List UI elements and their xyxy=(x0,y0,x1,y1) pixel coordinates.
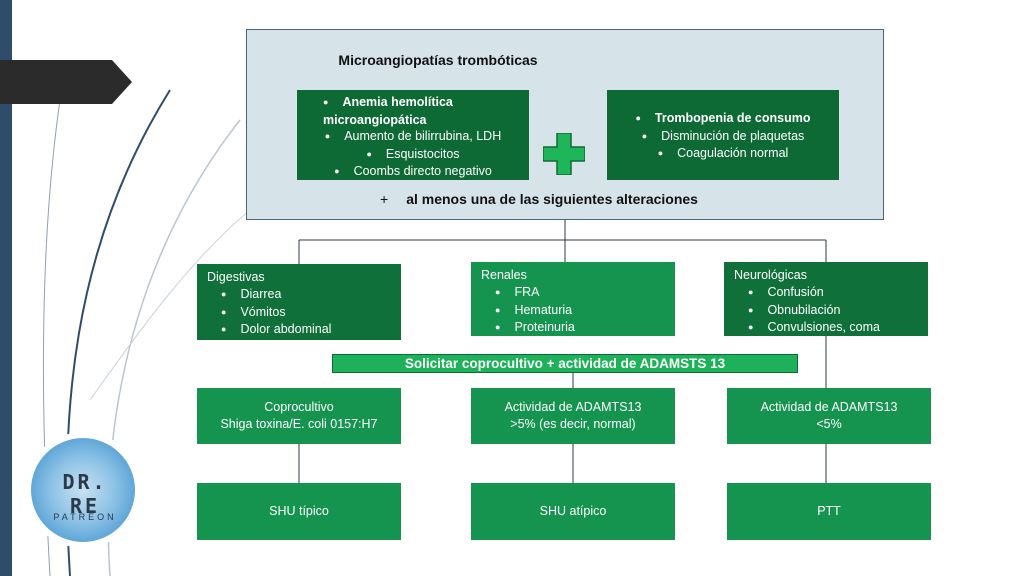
test-line: Shiga toxina/E. coli 0157:H7 xyxy=(220,417,378,431)
hemolytic-anemia-box: Anemia hemolítica microangiopática Aumen… xyxy=(297,90,529,180)
list-item: Dolor abdominal xyxy=(207,321,391,339)
box-title: Digestivas xyxy=(207,270,265,284)
test-box-adamts13-normal: Actividad de ADAMTS13 >5% (es decir, norm… xyxy=(471,388,675,444)
digestivas-box: Digestivas Diarrea Vómitos Dolor abdomin… xyxy=(197,264,401,340)
criteria-item: Coombs directo negativo xyxy=(297,163,529,181)
diagram-title: Microangiopatías trombóticas xyxy=(338,52,538,68)
list-item: Hematuria xyxy=(481,302,665,320)
box-title: Renales xyxy=(481,268,527,282)
thrombopenia-box: Trombopenia de consumo Disminución de pl… xyxy=(607,90,839,180)
renales-box: Renales FRA Hematuria Proteinuria xyxy=(471,262,675,336)
list-item: Confusión xyxy=(734,284,918,302)
logo-name: DR. RE xyxy=(62,470,108,518)
criteria-item: Anemia hemolítica microangiopática xyxy=(323,94,503,128)
criteria-item: Disminución de plaquetas xyxy=(607,128,839,146)
result-shu-tipico: SHU típico xyxy=(197,483,401,540)
criteria-item: Trombopenia de consumo xyxy=(607,110,839,128)
dr-re-logo xyxy=(25,432,141,548)
list-item: FRA xyxy=(481,284,665,302)
plus-icon xyxy=(543,133,585,175)
alterations-label: al menos una de las siguientes alteracio… xyxy=(406,191,698,207)
test-line: Coprocultivo xyxy=(264,400,334,414)
neurologicas-box: Neurológicas Confusión Obnubilación Conv… xyxy=(724,262,928,336)
test-line: <5% xyxy=(816,417,842,431)
test-line: Actividad de ADAMTS13 xyxy=(760,400,898,414)
test-line: >5% (es decir, normal) xyxy=(510,417,636,431)
criteria-item: Aumento de bilirrubina, LDH xyxy=(297,128,529,146)
result-shu-atipico: SHU atípico xyxy=(471,483,675,540)
box-title: Neurológicas xyxy=(734,268,807,282)
list-item: Proteinuria xyxy=(481,319,665,337)
left-side-bar xyxy=(0,0,12,576)
logo-subtitle: PATREON xyxy=(53,512,117,522)
criteria-item: Esquistocitos xyxy=(297,146,529,164)
alterations-text: + al menos una de las siguientes alteraci… xyxy=(380,191,698,207)
list-item: Vómitos xyxy=(207,304,391,322)
test-box-adamts13-low: Actividad de ADAMTS13 <5% xyxy=(727,388,931,444)
list-item: Diarrea xyxy=(207,286,391,304)
result-ptt: PTT xyxy=(727,483,931,540)
criteria-item: Coagulación normal xyxy=(607,145,839,163)
arrow-bar-shape xyxy=(0,60,132,104)
list-item: Convulsiones, coma xyxy=(734,319,918,337)
solicitar-banner: Solicitar coprocultivo + actividad de AD… xyxy=(332,354,798,373)
test-line: Actividad de ADAMTS13 xyxy=(504,400,642,414)
plus-prefix: + xyxy=(380,191,389,207)
list-item: Obnubilación xyxy=(734,302,918,320)
